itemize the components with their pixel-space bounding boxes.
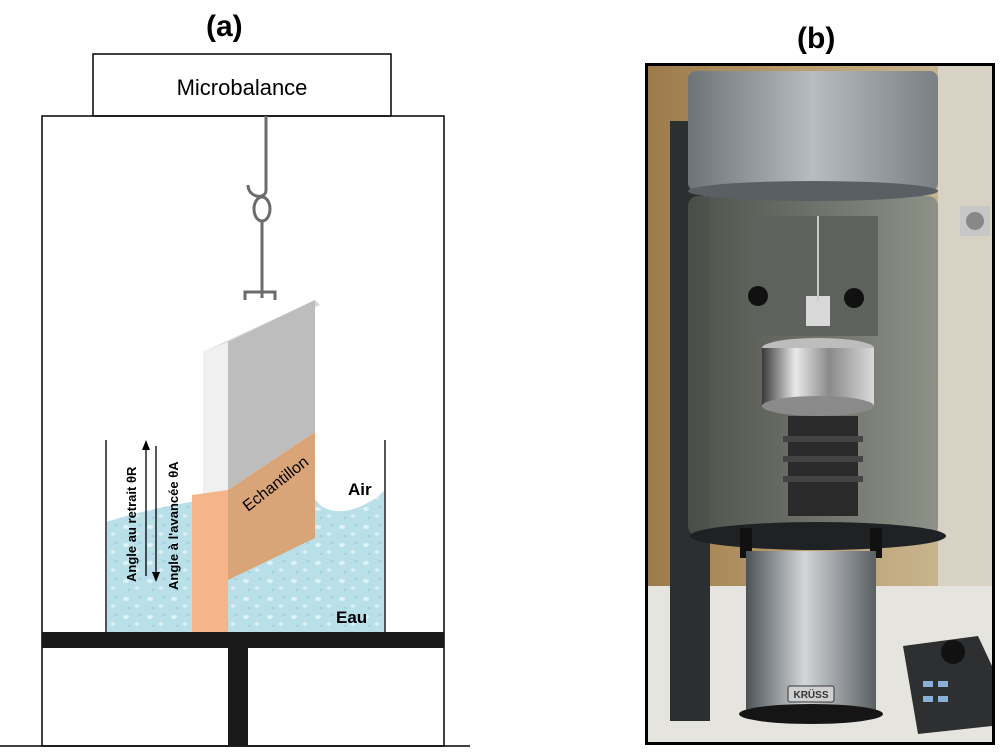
stand-post [228, 648, 248, 746]
panel-a-label: (a) [206, 10, 243, 43]
stand-platform [42, 632, 444, 648]
microbalance-label: Microbalance [177, 75, 308, 100]
receding-angle-label: Angle au retrait θR [124, 466, 139, 582]
instrument-photo: KRÜSS [645, 63, 995, 745]
panel-b-label: (b) [797, 22, 836, 55]
microbalance-box [92, 53, 392, 117]
air-label: Air [348, 480, 372, 499]
advancing-angle-label: Angle à l'avancée θA [166, 461, 181, 590]
angle-arrows [142, 440, 160, 582]
brand-label: KRÜSS [793, 688, 828, 701]
hook-wire [243, 116, 277, 300]
sample-plate [192, 300, 320, 632]
tensiometer-photo: KRÜSS [648, 66, 992, 742]
water-label: Eau [336, 608, 367, 627]
tensiometer-diagram: Microbalance Echantillon Angle au retrai… [0, 53, 470, 747]
